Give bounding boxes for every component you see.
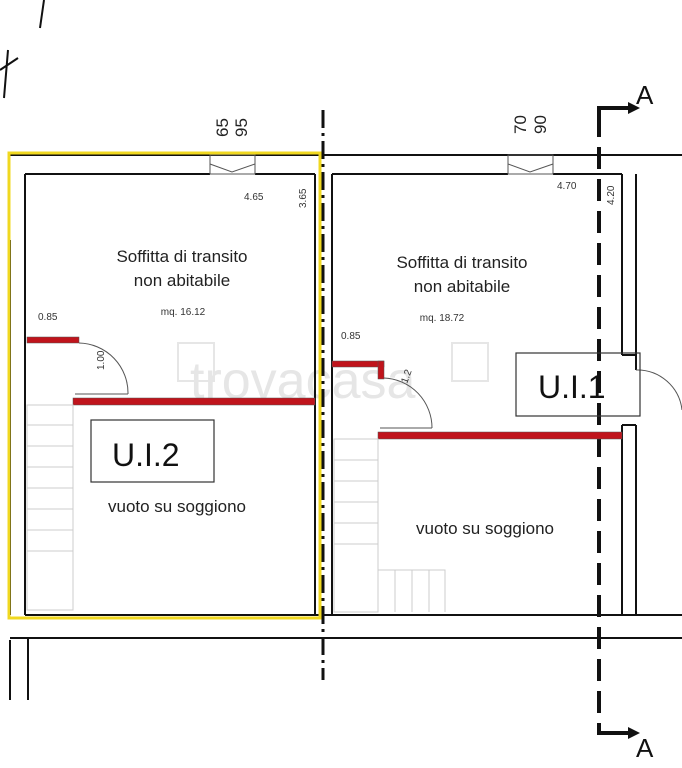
- unit1-door-width: 1.2: [399, 368, 414, 385]
- unit2-dim-width: 4.65: [244, 192, 264, 203]
- window-unit1: [507, 154, 554, 175]
- unit1-room-name-1: Soffitta di transito: [396, 253, 527, 272]
- unit2-void-label: vuoto su soggiono: [108, 497, 246, 516]
- unit1-label-box: [515, 352, 641, 417]
- unit2-door-width: 1.00: [96, 350, 107, 370]
- watermark-mark: [451, 342, 489, 382]
- unit2-label-box: [90, 419, 215, 483]
- unit2-dim-wall: 0.85: [38, 312, 58, 323]
- unit1-label: U.I.1: [538, 369, 606, 405]
- section-line: [597, 106, 628, 735]
- unit1-dim-height: 4.20: [606, 185, 617, 205]
- unit2-window-dim-2: 95: [232, 118, 251, 137]
- unit1-dim-wall: 0.85: [341, 331, 361, 342]
- door-swings: [75, 342, 682, 429]
- unit2-room-name-1: Soffitta di transito: [116, 247, 247, 266]
- stairs: [26, 404, 446, 613]
- section-arrow-bottom-icon: [628, 727, 640, 739]
- unit1-room-name-2: non abitabile: [414, 277, 510, 296]
- window-unit2: [209, 154, 256, 175]
- unit2-label: U.I.2: [112, 437, 180, 473]
- unit1-dim-width: 4.70: [557, 181, 577, 192]
- unit1-window-dim-1: 70: [511, 115, 530, 134]
- unit1-window-dim-2: 90: [531, 115, 550, 134]
- watermark-mark: [177, 342, 215, 382]
- unit1-area: mq. 18.72: [420, 313, 465, 324]
- section-arrow-top-icon: [628, 102, 640, 114]
- interior-walls-red: [26, 336, 623, 440]
- section-label-bottom: A: [636, 733, 654, 763]
- unit2-area: mq. 16.12: [161, 307, 206, 318]
- unit2-dim-height: 3.65: [298, 188, 309, 208]
- unit2-room-name-2: non abitabile: [134, 271, 230, 290]
- unit2-highlight: [7, 151, 322, 620]
- unit1-void-label: vuoto su soggiono: [416, 519, 554, 538]
- north-arrow-fragment: [0, 0, 45, 99]
- section-label-top: A: [636, 80, 654, 110]
- unit2-window-dim-1: 65: [213, 118, 232, 137]
